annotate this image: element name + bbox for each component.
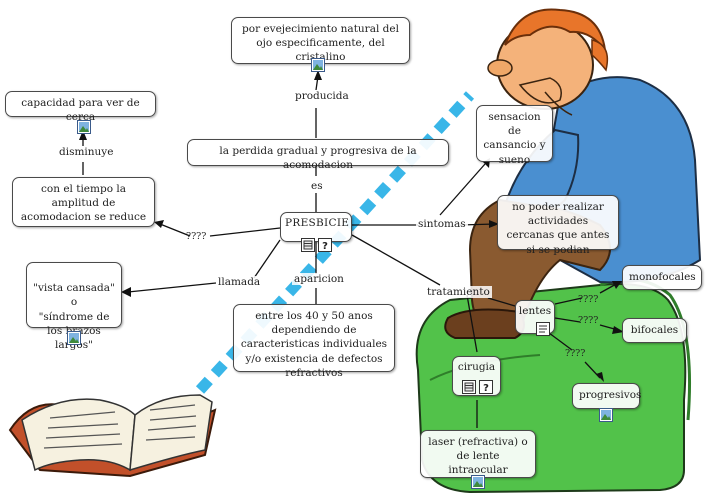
node-monofocales-label: monofocales — [629, 271, 696, 283]
link-label-disminuye: disminuye — [57, 146, 116, 158]
node-lentes-label: lentes — [518, 305, 552, 317]
node-bifocales-label: bifocales — [630, 324, 679, 336]
link-label-producida: producida — [293, 90, 351, 102]
node-cirugia[interactable]: cirugia — [452, 356, 501, 396]
link-label-unknown-bifocales: ???? — [578, 315, 599, 326]
node-perdida-label: la perdida gradual y progresiva de la ac… — [219, 145, 417, 172]
concept-map-icon[interactable] — [462, 380, 476, 394]
link-label-tratamiento: tratamiento — [425, 286, 492, 298]
node-envejecimiento-label: por evejecimiento natural del ojo especi… — [242, 23, 399, 64]
node-no-poder[interactable]: no poder realizar actividades cercanas q… — [497, 195, 619, 256]
node-amplitud[interactable]: con el tiempo la amplitud de acomodacion… — [12, 177, 155, 227]
link-label-sintomas: sintomas — [416, 218, 468, 230]
image-icon[interactable] — [471, 475, 485, 489]
node-edad[interactable]: entre los 40 y 50 anos dependiendo de ca… — [233, 304, 395, 379]
node-vista-label: "vista cansada" o "síndrome de los brazo… — [33, 282, 115, 351]
node-cansancio-label: sensacion de cansancio y sueno — [483, 111, 546, 166]
node-cirugia-label: cirugia — [457, 361, 496, 373]
node-edad-label: entre los 40 y 50 anos dependiendo de ca… — [240, 310, 388, 379]
help-question-icon[interactable]: ? — [479, 380, 493, 394]
node-monofocales[interactable]: monofocales — [622, 265, 702, 290]
image-icon[interactable] — [599, 408, 613, 422]
link-label-unknown-progresivos: ???? — [565, 348, 586, 359]
node-presbicie-label: PRESBICIE — [285, 217, 350, 229]
document-icon[interactable] — [536, 322, 550, 336]
node-capacidad-label: capacidad para ver de cerca — [21, 97, 140, 124]
link-label-unknown-monofocales: ???? — [578, 294, 599, 305]
node-capacidad[interactable]: capacidad para ver de cerca — [5, 91, 156, 123]
open-book-illustration — [8, 394, 217, 478]
concept-map-icon[interactable] — [301, 238, 315, 252]
node-laser[interactable]: laser (refractiva) o de lente intraocula… — [420, 430, 536, 478]
node-progresivos[interactable]: progresivos — [572, 383, 642, 409]
node-laser-label: laser (refractiva) o de lente intraocula… — [428, 436, 528, 477]
help-question-icon[interactable]: ? — [318, 238, 332, 252]
node-no-poder-label: no poder realizar actividades cercanas q… — [506, 201, 610, 256]
image-icon[interactable] — [311, 58, 325, 72]
link-label-es: es — [309, 180, 325, 192]
link-label-aparicion: aparicion — [292, 273, 346, 285]
node-perdida[interactable]: la perdida gradual y progresiva de la ac… — [187, 139, 449, 171]
node-vista[interactable]: "vista cansada" o "síndrome de los brazo… — [26, 262, 122, 351]
node-amplitud-label: con el tiempo la amplitud de acomodacion… — [20, 183, 147, 224]
arrowheads — [79, 70, 624, 382]
svg-text:?: ? — [483, 383, 489, 394]
node-bifocales[interactable]: bifocales — [622, 318, 687, 343]
link-label-unknown-left: ???? — [186, 231, 207, 242]
node-envejecimiento[interactable]: por evejecimiento natural del ojo especi… — [231, 17, 410, 64]
svg-text:?: ? — [322, 241, 328, 252]
node-progresivos-label: progresivos — [579, 389, 642, 401]
image-icon[interactable] — [77, 120, 91, 134]
node-presbicie[interactable]: PRESBICIE — [280, 212, 352, 242]
link-label-llamada: llamada — [216, 276, 263, 288]
node-cansancio[interactable]: sensacion de cansancio y sueno — [476, 105, 553, 166]
image-icon[interactable] — [67, 331, 81, 345]
